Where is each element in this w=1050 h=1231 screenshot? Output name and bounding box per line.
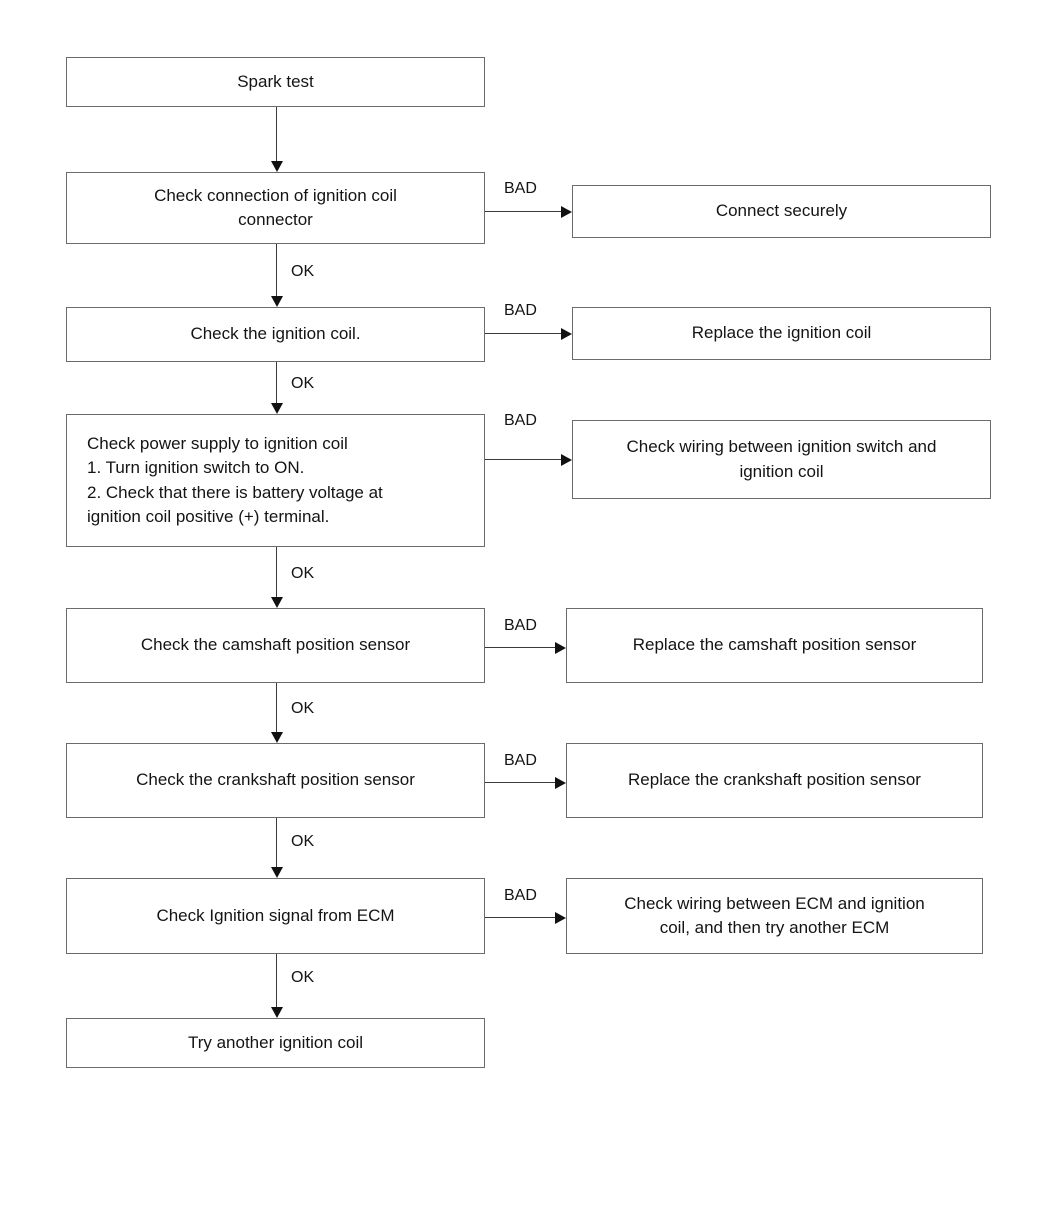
ok-label: OK	[291, 833, 315, 850]
arrow-down-icon	[270, 161, 283, 172]
node-check-camshaft-position-sensor[interactable]: Check the camshaft position sensor	[66, 608, 485, 683]
node-check-wiring-switch-coil[interactable]: Check wiring between ignition switch and…	[572, 420, 991, 499]
bad-label: BAD	[504, 887, 537, 904]
node-label: Replace the camshaft position sensor	[632, 635, 917, 655]
node-label: Check wiring between ECM and ignition co…	[624, 893, 925, 937]
ok-connector-line	[276, 547, 277, 597]
node-label: Replace the crankshaft position sensor	[628, 770, 921, 790]
node-label: Try another ignition coil	[187, 1032, 364, 1052]
ok-label: OK	[291, 375, 315, 392]
node-label: Check connection of ignition coil connec…	[154, 185, 397, 229]
node-label: Connect securely	[715, 201, 848, 221]
bad-connector-line	[485, 459, 561, 460]
node-label: Check the ignition coil.	[190, 324, 361, 344]
arrow-down-icon	[270, 296, 283, 307]
arrow-right-icon	[561, 453, 572, 466]
arrow-right-icon	[555, 776, 566, 789]
node-label: Check power supply to ignition coil 1. T…	[87, 434, 383, 526]
bad-connector-line	[485, 333, 561, 334]
arrow-right-icon	[561, 205, 572, 218]
bad-label: BAD	[504, 412, 537, 429]
arrow-down-icon	[270, 403, 283, 414]
node-check-ignition-coil[interactable]: Check the ignition coil.	[66, 307, 485, 362]
arrow-right-icon	[561, 327, 572, 340]
arrow-right-icon	[555, 911, 566, 924]
node-replace-camshaft-position-sensor[interactable]: Replace the camshaft position sensor	[566, 608, 983, 683]
node-check-connector[interactable]: Check connection of ignition coil connec…	[66, 172, 485, 244]
node-check-power-supply[interactable]: Check power supply to ignition coil 1. T…	[66, 414, 485, 547]
bad-label: BAD	[504, 617, 537, 634]
node-label: Check Ignition signal from ECM	[156, 905, 395, 925]
ok-connector-line	[276, 818, 277, 867]
ok-connector-line	[276, 244, 277, 296]
node-replace-crankshaft-position-sensor[interactable]: Replace the crankshaft position sensor	[566, 743, 983, 818]
arrow-down-icon	[270, 732, 283, 743]
node-check-ignition-signal-ecm[interactable]: Check Ignition signal from ECM	[66, 878, 485, 954]
bad-connector-line	[485, 782, 555, 783]
ok-connector-line	[276, 362, 277, 403]
arrow-right-icon	[555, 641, 566, 654]
ok-connector-line	[276, 683, 277, 732]
bad-connector-line	[485, 647, 555, 648]
bad-label: BAD	[504, 752, 537, 769]
node-label: Check the crankshaft position sensor	[136, 770, 415, 790]
arrow-down-icon	[270, 867, 283, 878]
bad-label: BAD	[504, 180, 537, 197]
node-check-wiring-ecm-coil[interactable]: Check wiring between ECM and ignition co…	[566, 878, 983, 954]
node-try-another-ignition-coil[interactable]: Try another ignition coil	[66, 1018, 485, 1068]
node-label: Spark test	[237, 71, 314, 91]
arrow-down-icon	[270, 1007, 283, 1018]
node-label: Check the camshaft position sensor	[140, 635, 411, 655]
node-replace-ignition-coil[interactable]: Replace the ignition coil	[572, 307, 991, 360]
node-connect-securely[interactable]: Connect securely	[572, 185, 991, 238]
node-check-crankshaft-position-sensor[interactable]: Check the crankshaft position sensor	[66, 743, 485, 818]
node-label: Check wiring between ignition switch and…	[626, 437, 937, 481]
arrow-down-icon	[270, 597, 283, 608]
ok-label: OK	[291, 565, 315, 582]
bad-label: BAD	[504, 302, 537, 319]
ok-connector-line	[276, 954, 277, 1007]
bad-connector-line	[485, 211, 561, 212]
node-spark-test[interactable]: Spark test	[66, 57, 485, 107]
ok-connector-line	[276, 107, 277, 161]
ok-label: OK	[291, 969, 315, 986]
ok-label: OK	[291, 700, 315, 717]
bad-connector-line	[485, 917, 555, 918]
node-label: Replace the ignition coil	[691, 323, 872, 343]
ok-label: OK	[291, 263, 315, 280]
